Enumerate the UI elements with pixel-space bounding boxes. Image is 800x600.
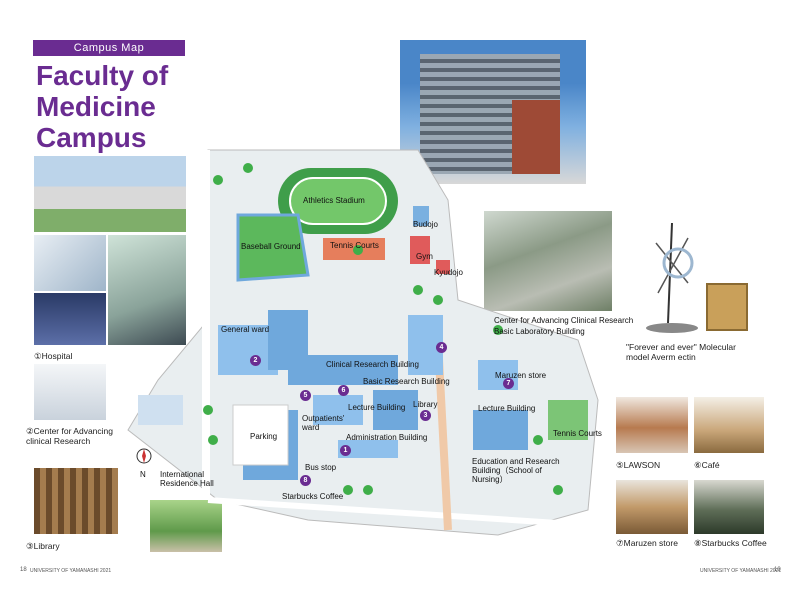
label-clinical-research: Clinical Research Building (326, 360, 419, 369)
section-banner: Campus Map (33, 40, 185, 56)
caption-starbucks: ⑧Starbucks Coffee (694, 538, 767, 548)
label-education-research: Education and Research Building（School o… (472, 457, 560, 484)
caption-center: ②Center for Advancing clinical Research (26, 426, 114, 446)
label-basic-laboratory: Basic Laboratory Building (494, 327, 585, 336)
library-photo (34, 468, 118, 534)
mri-photo (34, 235, 106, 291)
label-basic-research: Basic Research Building (363, 377, 450, 386)
footer-text-right: UNIVERSITY OF YAMANASHI 2021 (700, 568, 782, 574)
label-starbucks: Starbucks Coffee (282, 492, 344, 501)
caption-sculpture: "Forever and ever" Molecular model Averm… (626, 342, 736, 362)
compass-label: N (140, 470, 146, 479)
footer-text-left: UNIVERSITY OF YAMANASHI 2021 (30, 568, 112, 574)
sculpture-photo (638, 223, 706, 339)
starbucks-photo (694, 480, 764, 534)
caption-hospital: ①Hospital (34, 351, 73, 361)
operating-photo (34, 293, 106, 345)
plaque-photo (706, 283, 748, 331)
campus-map-graphic (127, 149, 599, 536)
label-administration: Administration Building (346, 433, 428, 442)
path-photo (150, 500, 222, 552)
label-general-ward: General ward (221, 325, 270, 334)
label-bus-stop: Bus stop (305, 463, 337, 472)
label-lecture-building-1: Lecture Building (348, 403, 406, 412)
label-center-advancing: Center for Advancing Clinical Research (494, 316, 634, 325)
marker-5[interactable]: 5 (300, 390, 311, 401)
surgery-photo (108, 235, 186, 345)
label-gym: Gym (416, 252, 433, 261)
marker-8[interactable]: 8 (300, 475, 311, 486)
marker-1[interactable]: 1 (340, 445, 351, 456)
label-parking: Parking (250, 432, 278, 441)
marker-7[interactable]: 7 (503, 378, 514, 389)
label-kyudojo: Kyudojo (434, 268, 463, 277)
label-maruzen-store: Maruzen store (495, 371, 547, 380)
caption-library: ③Library (26, 541, 60, 551)
label-tennis-courts-top: Tennis Courts (330, 241, 379, 250)
label-lecture-building-2: Lecture Building (478, 404, 536, 413)
label-outpatients: Outpatients' ward (302, 414, 345, 432)
label-tennis-courts-right: Tennis Courts (553, 429, 602, 438)
center-photo (34, 364, 106, 420)
label-library: Library (413, 400, 438, 409)
compass-icon (136, 448, 152, 478)
page-title: Faculty of Medicine Campus (36, 60, 169, 153)
caption-lawson: ⑤LAWSON (616, 460, 661, 470)
label-budojo: Budojo (413, 220, 438, 229)
sculpture-icon (646, 223, 698, 333)
label-baseball-ground: Baseball Ground (241, 242, 301, 251)
campus-map (118, 140, 618, 560)
maruzen-photo (616, 480, 688, 534)
label-athletics-stadium: Athletics Stadium (303, 196, 365, 205)
marker-6[interactable]: 6 (338, 385, 349, 396)
page-number-right: 19 (774, 567, 781, 573)
marker-4[interactable]: 4 (436, 342, 447, 353)
hospital-photo (34, 156, 186, 232)
caption-cafe: ⑥Café (694, 460, 720, 470)
marker-2[interactable]: 2 (250, 355, 261, 366)
lawson-photo (616, 397, 688, 453)
aerial-photo (484, 211, 612, 311)
building-photo-top (400, 40, 586, 184)
marker-3[interactable]: 3 (420, 410, 431, 421)
caption-maruzen: ⑦Maruzen store (616, 538, 678, 548)
label-international-residence: International Residence Hall (160, 470, 214, 488)
page-number-left: 18 (20, 567, 27, 573)
cafe-photo (694, 397, 764, 453)
